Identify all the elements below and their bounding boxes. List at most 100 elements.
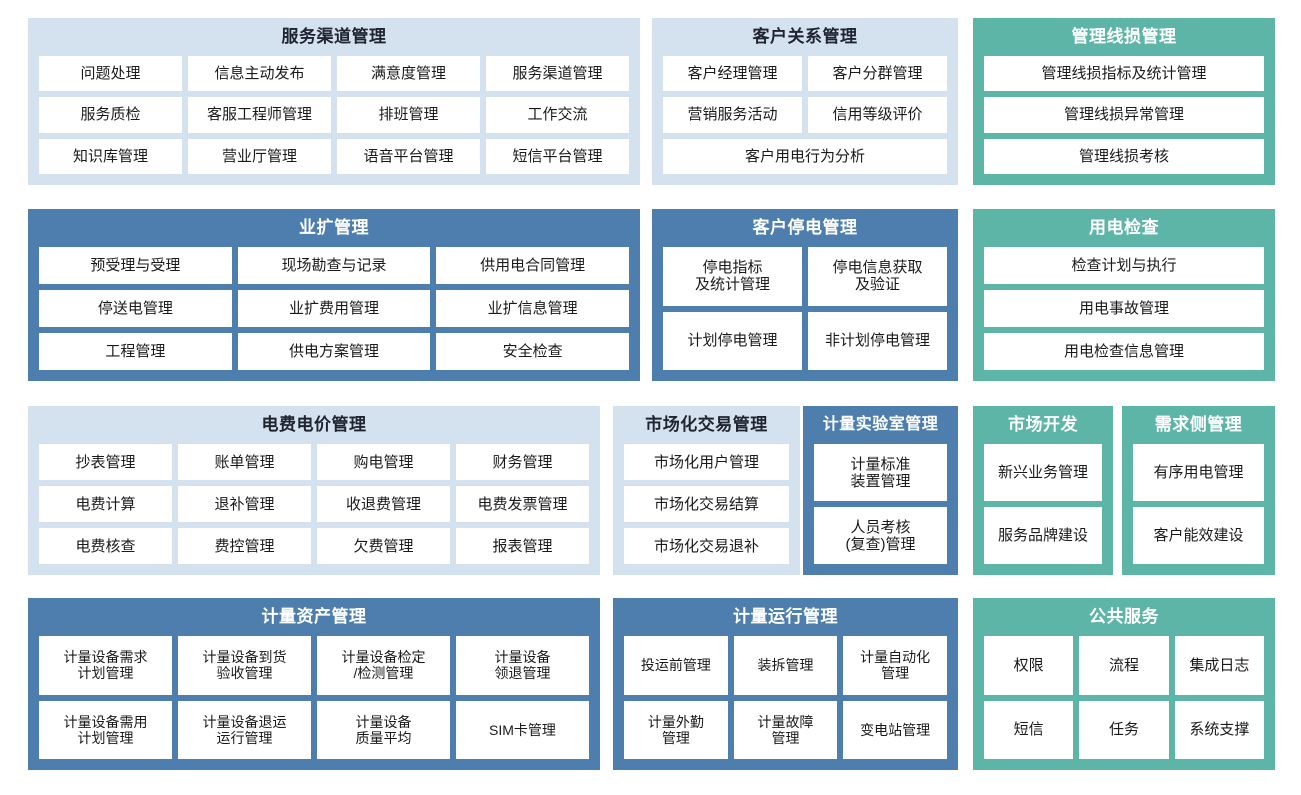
module-cell[interactable]: 用电检查信息管理 bbox=[984, 333, 1264, 370]
panel-cell-grid: 计量设备需求 计划管理 计量设备到货 验收管理 计量设备检定 /检测管理 计量设… bbox=[39, 636, 589, 759]
panel-customer-outage-management[interactable]: 客户停电管理 停电指标 及统计管理 停电信息获取 及验证 计划停电管理 非计划停… bbox=[652, 209, 958, 381]
module-cell[interactable]: 预受理与受理 bbox=[39, 247, 232, 284]
module-cell[interactable]: 客户能效建设 bbox=[1133, 507, 1264, 564]
module-cell[interactable]: 有序用电管理 bbox=[1133, 444, 1264, 501]
module-cell[interactable]: 非计划停电管理 bbox=[808, 311, 947, 370]
module-cell[interactable]: 知识库管理 bbox=[39, 138, 182, 174]
module-cell[interactable]: 业扩信息管理 bbox=[436, 290, 629, 327]
module-cell[interactable]: 新兴业务管理 bbox=[984, 444, 1102, 501]
panel-title: 计量运行管理 bbox=[733, 607, 838, 626]
module-cell[interactable]: 问题处理 bbox=[39, 56, 182, 92]
panel-customer-relationship-management[interactable]: 客户关系管理 客户经理管理 客户分群管理 营销服务活动 信用等级评价 客户用电行… bbox=[652, 18, 958, 185]
module-cell[interactable]: 报表管理 bbox=[456, 528, 589, 564]
panel-public-service[interactable]: 公共服务 权限 流程 集成日志 短信 任务 系统支撑 bbox=[973, 598, 1275, 770]
module-cell[interactable]: 短信平台管理 bbox=[486, 138, 629, 174]
panel-title: 需求侧管理 bbox=[1154, 415, 1243, 434]
module-cell[interactable]: 权限 bbox=[984, 636, 1074, 695]
module-cell[interactable]: 计量故障 管理 bbox=[733, 700, 838, 759]
module-cell[interactable]: 语音平台管理 bbox=[337, 138, 480, 174]
panel-metering-laboratory-management[interactable]: 计量实验室管理 计量标准 装置管理 人员考核 (复查)管理 bbox=[803, 406, 958, 575]
panel-market-transaction-management[interactable]: 市场化交易管理 市场化用户管理 市场化交易结算 市场化交易退补 bbox=[613, 406, 800, 575]
panel-service-channel-management[interactable]: 服务渠道管理 问题处理 信息主动发布 满意度管理 服务渠道管理 服务质检 客服工… bbox=[28, 18, 640, 185]
panel-title: 市场化交易管理 bbox=[645, 415, 768, 434]
module-cell[interactable]: 服务品牌建设 bbox=[984, 507, 1102, 564]
panel-electricity-fee-price-management[interactable]: 电费电价管理 抄表管理 账单管理 购电管理 财务管理 电费计算 退补管理 收退费… bbox=[28, 406, 600, 575]
module-cell[interactable]: 电费计算 bbox=[39, 486, 172, 522]
module-cell[interactable]: 现场勘查与记录 bbox=[237, 247, 431, 284]
panel-business-expansion-management[interactable]: 业扩管理 预受理与受理 现场勘查与记录 供用电合同管理 停送电管理 业扩费用管理… bbox=[28, 209, 640, 381]
module-cell[interactable]: 供用电合同管理 bbox=[436, 247, 629, 284]
module-cell[interactable]: 抄表管理 bbox=[39, 444, 172, 480]
module-cell[interactable]: 信用等级评价 bbox=[808, 97, 947, 133]
module-cell[interactable]: 客户分群管理 bbox=[808, 56, 947, 92]
panel-cell-grid: 停电指标 及统计管理 停电信息获取 及验证 计划停电管理 非计划停电管理 bbox=[663, 247, 947, 370]
module-cell[interactable]: 客服工程师管理 bbox=[188, 97, 331, 133]
module-cell[interactable]: 安全检查 bbox=[436, 333, 629, 370]
module-cell[interactable]: 收退费管理 bbox=[317, 486, 450, 522]
module-cell[interactable]: 短信 bbox=[984, 700, 1074, 759]
module-cell[interactable]: 管理线损异常管理 bbox=[984, 97, 1264, 133]
panel-title: 公共服务 bbox=[1089, 607, 1159, 626]
module-cell[interactable]: 计量设备退运 运行管理 bbox=[178, 700, 311, 759]
module-cell[interactable]: 信息主动发布 bbox=[188, 56, 331, 92]
module-cell[interactable]: 欠费管理 bbox=[317, 528, 450, 564]
module-cell[interactable]: 账单管理 bbox=[178, 444, 311, 480]
module-cell[interactable]: 业扩费用管理 bbox=[237, 290, 431, 327]
panel-metering-asset-management[interactable]: 计量资产管理 计量设备需求 计划管理 计量设备到货 验收管理 计量设备检定 /检… bbox=[28, 598, 600, 770]
module-cell[interactable]: 工程管理 bbox=[39, 333, 232, 370]
module-cell[interactable]: 停送电管理 bbox=[39, 290, 232, 327]
module-cell[interactable]: 检查计划与执行 bbox=[984, 247, 1264, 284]
module-cell[interactable]: 满意度管理 bbox=[337, 56, 480, 92]
module-cell[interactable]: 投运前管理 bbox=[624, 636, 728, 695]
module-cell[interactable]: 计量设备到货 验收管理 bbox=[178, 636, 311, 695]
panel-metering-operation-management[interactable]: 计量运行管理 投运前管理 装拆管理 计量自动化 管理 计量外勤 管理 计量故障 … bbox=[613, 598, 958, 770]
panel-cell-grid: 管理线损指标及统计管理 管理线损异常管理 管理线损考核 bbox=[984, 56, 1264, 174]
module-cell[interactable]: 计划停电管理 bbox=[663, 311, 802, 370]
module-cell[interactable]: 计量自动化 管理 bbox=[843, 636, 947, 695]
module-cell[interactable]: 计量设备需求 计划管理 bbox=[39, 636, 172, 695]
module-cell[interactable]: 营业厅管理 bbox=[188, 138, 331, 174]
panel-title: 计量资产管理 bbox=[261, 607, 367, 626]
module-cell[interactable]: 计量标准 装置管理 bbox=[814, 444, 947, 501]
module-cell[interactable]: 财务管理 bbox=[456, 444, 589, 480]
module-cell[interactable]: 服务质检 bbox=[39, 97, 182, 133]
module-cell[interactable]: 装拆管理 bbox=[733, 636, 838, 695]
module-cell[interactable]: 排班管理 bbox=[337, 97, 480, 133]
module-cell[interactable]: 集成日志 bbox=[1174, 636, 1264, 695]
module-cell[interactable]: 购电管理 bbox=[317, 444, 450, 480]
module-cell[interactable]: 任务 bbox=[1079, 700, 1169, 759]
module-cell[interactable]: 市场化用户管理 bbox=[624, 444, 789, 480]
module-cell[interactable]: 计量外勤 管理 bbox=[624, 700, 728, 759]
module-cell[interactable]: 停电信息获取 及验证 bbox=[808, 247, 947, 306]
module-cell[interactable]: 计量设备需用 计划管理 bbox=[39, 700, 172, 759]
panel-demand-side-management[interactable]: 需求侧管理 有序用电管理 客户能效建设 bbox=[1122, 406, 1275, 575]
module-cell[interactable]: 停电指标 及统计管理 bbox=[663, 247, 802, 306]
panel-management-line-loss-management[interactable]: 管理线损管理 管理线损指标及统计管理 管理线损异常管理 管理线损考核 bbox=[973, 18, 1275, 185]
module-cell[interactable]: 市场化交易退补 bbox=[624, 528, 789, 564]
module-cell[interactable]: 系统支撑 bbox=[1174, 700, 1264, 759]
module-cell[interactable]: 流程 bbox=[1079, 636, 1169, 695]
module-cell[interactable]: 电费发票管理 bbox=[456, 486, 589, 522]
module-cell[interactable]: 计量设备检定 /检测管理 bbox=[317, 636, 450, 695]
panel-market-development[interactable]: 市场开发 新兴业务管理 服务品牌建设 bbox=[973, 406, 1113, 575]
module-cell[interactable]: 客户用电行为分析 bbox=[663, 138, 947, 174]
module-cell[interactable]: 电费核查 bbox=[39, 528, 172, 564]
module-cell[interactable]: 计量设备 领退管理 bbox=[456, 636, 589, 695]
module-cell[interactable]: 营销服务活动 bbox=[663, 97, 802, 133]
module-cell[interactable]: 供电方案管理 bbox=[237, 333, 431, 370]
panel-title: 电费电价管理 bbox=[261, 415, 367, 434]
module-cell[interactable]: 工作交流 bbox=[486, 97, 629, 133]
module-cell[interactable]: 用电事故管理 bbox=[984, 290, 1264, 327]
module-cell[interactable]: 人员考核 (复查)管理 bbox=[814, 507, 947, 564]
module-cell[interactable]: 服务渠道管理 bbox=[486, 56, 629, 92]
panel-power-consumption-inspection[interactable]: 用电检查 检查计划与执行 用电事故管理 用电检查信息管理 bbox=[973, 209, 1275, 381]
module-cell[interactable]: 费控管理 bbox=[178, 528, 311, 564]
module-cell[interactable]: 客户经理管理 bbox=[663, 56, 802, 92]
module-cell[interactable]: SIM卡管理 bbox=[456, 700, 589, 759]
module-cell[interactable]: 市场化交易结算 bbox=[624, 486, 789, 522]
module-cell[interactable]: 变电站管理 bbox=[843, 700, 947, 759]
module-cell[interactable]: 退补管理 bbox=[178, 486, 311, 522]
module-cell[interactable]: 管理线损考核 bbox=[984, 138, 1264, 174]
module-cell[interactable]: 计量设备 质量平均 bbox=[317, 700, 450, 759]
module-cell[interactable]: 管理线损指标及统计管理 bbox=[984, 56, 1264, 92]
